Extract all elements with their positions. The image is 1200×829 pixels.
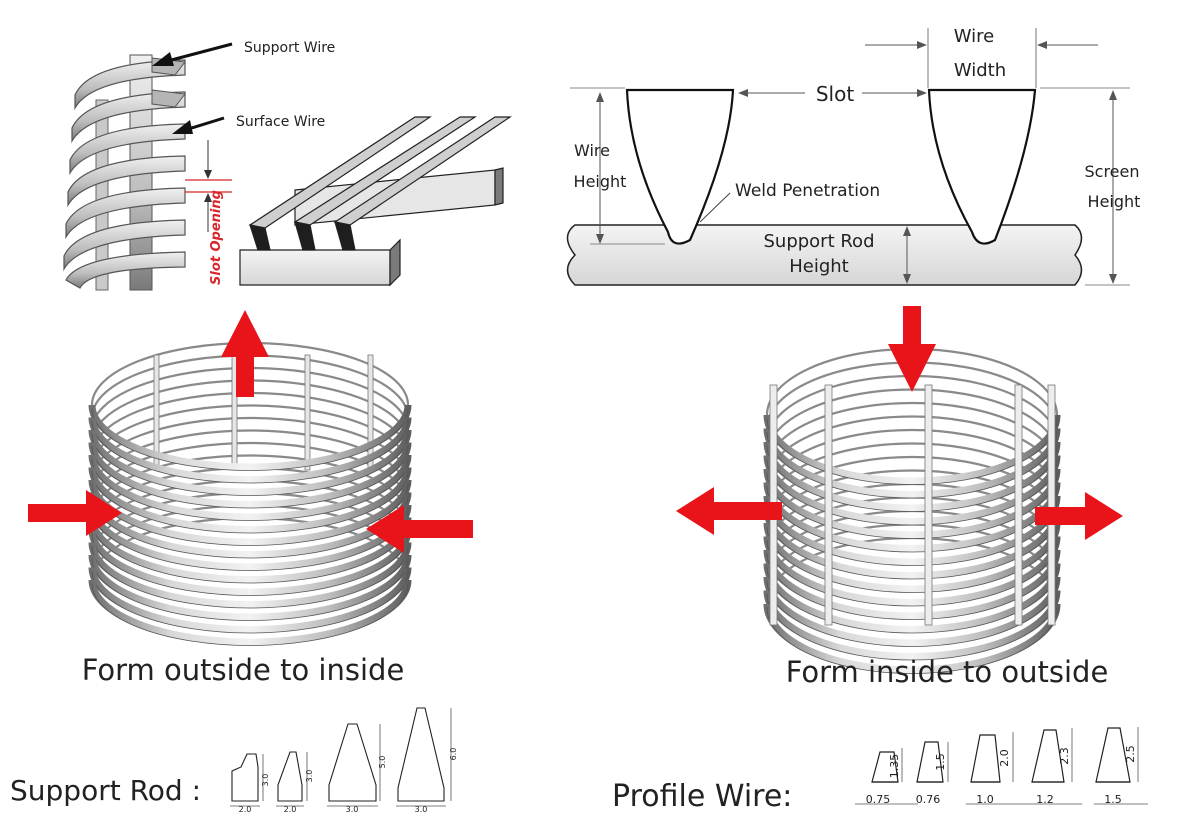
support-rod-height-label-line1: Support Rod <box>763 231 874 252</box>
profile-wire-1-height: 1.35 <box>888 754 901 779</box>
wire-height-label-line2: Height <box>574 172 627 191</box>
form-outside-to-inside-label: Form outside to inside <box>82 653 405 687</box>
screen-height-label-line2: Height <box>1088 192 1141 211</box>
profile-wire-label: Profile Wire: <box>612 779 792 814</box>
support-rod-3-width: 3.0 <box>346 805 359 814</box>
support-rod-2-width: 2.0 <box>284 805 297 814</box>
support-rod-4-height: 6.0 <box>449 748 458 761</box>
construction-illustration: Slot Opening Support Wire Surface Wire <box>63 40 512 291</box>
profile-wire-5: 2.5 1.5 <box>1094 727 1148 806</box>
profile-wire-5-height: 2.5 <box>1124 745 1137 763</box>
support-rod-profile-4: 6.0 3.0 <box>396 707 458 814</box>
screen-height-label-line1: Screen <box>1084 162 1139 181</box>
arrow-left-icon <box>366 505 473 553</box>
profile-wire-3-height: 2.0 <box>998 749 1011 767</box>
support-rod-profiles: Support Rod : 3.0 2.0 3.0 2.0 5.0 3.0 <box>10 707 458 814</box>
support-rod-profile-1: 3.0 2.0 <box>230 753 270 814</box>
profile-wire-1-width: 0.75 <box>866 793 891 806</box>
profile-wire-3: 2.0 1.0 <box>966 732 1030 806</box>
profile-wire-profiles: Profile Wire: 1.35 0.75 1.5 0.76 2.0 1.0 <box>612 727 1148 814</box>
support-rod-4-width: 3.0 <box>415 805 428 814</box>
profile-wire-2-height: 1.5 <box>934 753 947 771</box>
arrow-left-outward-icon <box>676 487 782 535</box>
slot-label: Slot <box>816 82 854 106</box>
form-inside-to-outside-label: Form inside to outside <box>786 655 1109 689</box>
cylinder-inside-to-outside: Form inside to outside <box>676 306 1123 689</box>
profile-wire-2: 1.5 0.76 <box>916 741 949 806</box>
weld-penetration-label: Weld Penetration <box>735 181 880 201</box>
arrow-down-icon <box>888 306 936 392</box>
support-rod-2-height: 3.0 <box>305 770 314 783</box>
arrow-up-icon <box>221 310 269 397</box>
support-rod-1-width: 2.0 <box>239 805 252 814</box>
support-rod-height-label-line2: Height <box>789 256 849 277</box>
wedge-wire-detail <box>239 116 512 287</box>
profile-wire-1: 1.35 0.75 <box>855 748 918 806</box>
wire-height-label-line1: Wire <box>574 141 610 160</box>
profile-wire-4-height: 2.3 <box>1058 747 1071 765</box>
surface-wire-label: Surface Wire <box>236 114 325 130</box>
support-rod-profile-2: 3.0 2.0 <box>276 751 314 814</box>
cross-section-diagram: Slot Wire Width Wire Height Weld Penetra… <box>566 26 1141 286</box>
support-rod-profile-3: 5.0 3.0 <box>327 723 387 814</box>
support-rod-label: Support Rod : <box>10 774 201 807</box>
profile-wire-4-width: 1.2 <box>1036 793 1054 806</box>
cylinder-outside-to-inside: Form outside to inside <box>28 310 473 687</box>
profile-wire-2-width: 0.76 <box>916 793 941 806</box>
slot-opening-label: Slot Opening <box>209 190 224 285</box>
profile-wire-3-width: 1.0 <box>976 793 994 806</box>
profile-wire-5-width: 1.5 <box>1104 793 1122 806</box>
support-rod-1-height: 3.0 <box>261 774 270 787</box>
wire-width-label-line2: Width <box>954 60 1006 81</box>
support-rod-3-height: 5.0 <box>378 756 387 769</box>
profile-wire-4: 2.3 1.2 <box>1030 728 1082 806</box>
arrow-right-outward-icon <box>1035 492 1123 540</box>
support-wire-label: Support Wire <box>244 40 335 56</box>
wire-width-label-line1: Wire <box>954 26 994 47</box>
arrow-right-icon <box>28 490 122 536</box>
